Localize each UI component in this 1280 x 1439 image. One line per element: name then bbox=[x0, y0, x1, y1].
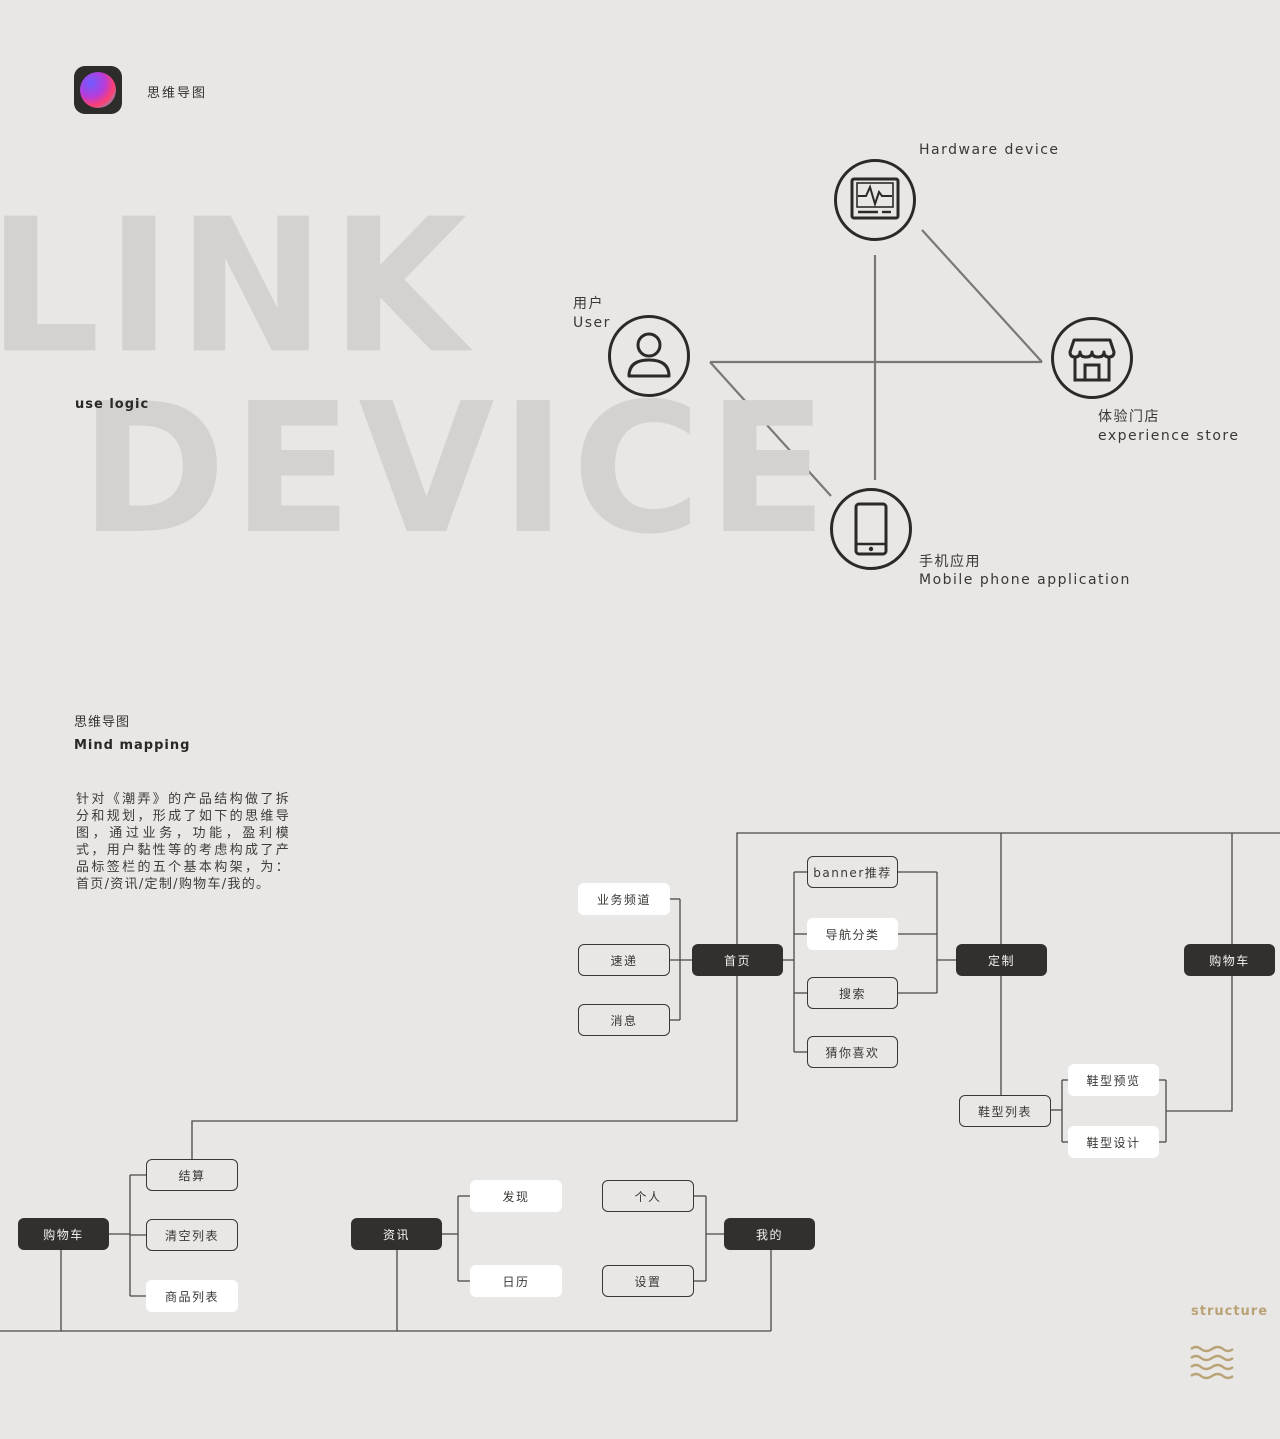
gradient-orb-app-icon bbox=[80, 72, 116, 108]
store-label-en: experience store bbox=[1098, 428, 1240, 444]
mobile-app-node bbox=[830, 488, 912, 570]
user-label-en: User bbox=[573, 315, 611, 331]
node-guess: 猜你喜欢 bbox=[807, 1036, 898, 1068]
node-goods: 商品列表 bbox=[146, 1280, 238, 1312]
node-checkout: 结算 bbox=[146, 1159, 238, 1191]
mind-map-subtitle: Mind mapping bbox=[74, 738, 191, 753]
node-home: 首页 bbox=[692, 944, 783, 976]
node-news: 资讯 bbox=[351, 1218, 442, 1250]
node-personal: 个人 bbox=[602, 1180, 694, 1212]
mobile-label-cn: 手机应用 bbox=[919, 554, 981, 570]
use-logic-label: use logic bbox=[75, 397, 150, 412]
wave-lines-icon bbox=[1190, 1345, 1234, 1380]
node-express: 速递 bbox=[578, 944, 670, 976]
mind-map-title: 思维导图 bbox=[74, 715, 131, 730]
node-discover: 发现 bbox=[470, 1180, 562, 1212]
node-banner: banner推荐 bbox=[807, 856, 898, 888]
node-clear: 清空列表 bbox=[146, 1219, 238, 1251]
watermark-link: LINK bbox=[0, 179, 474, 395]
node-mine: 我的 bbox=[724, 1218, 815, 1250]
mobile-label-en: Mobile phone application bbox=[919, 572, 1131, 588]
app-title: 思维导图 bbox=[147, 86, 208, 101]
node-search: 搜索 bbox=[807, 977, 898, 1009]
node-cart: 购物车 bbox=[18, 1218, 109, 1250]
app-icon bbox=[74, 66, 122, 114]
mind-map-description: 针对《潮弄》的产品结构做了拆分和规划，形成了如下的思维导图，通过业务，功能，盈利… bbox=[76, 792, 290, 892]
user-icon bbox=[627, 332, 671, 378]
node-settings: 设置 bbox=[602, 1265, 694, 1297]
node-custom: 定制 bbox=[956, 944, 1047, 976]
experience-store-node bbox=[1051, 317, 1133, 399]
node-shoe-preview: 鞋型预览 bbox=[1068, 1064, 1159, 1096]
node-shoe-list: 鞋型列表 bbox=[959, 1095, 1051, 1127]
node-shoe-design: 鞋型设计 bbox=[1068, 1126, 1159, 1158]
user-node bbox=[608, 315, 690, 397]
watermark-device: DEVICE bbox=[80, 364, 834, 574]
node-nav: 导航分类 bbox=[807, 918, 898, 950]
node-channel: 业务频道 bbox=[578, 883, 670, 915]
user-label-cn: 用户 bbox=[573, 296, 604, 312]
monitor-pulse-icon bbox=[850, 177, 900, 220]
store-label-cn: 体验门店 bbox=[1098, 409, 1160, 425]
hardware-device-node bbox=[834, 159, 916, 241]
structure-label: structure bbox=[1191, 1304, 1269, 1319]
node-message: 消息 bbox=[578, 1004, 670, 1036]
smartphone-icon bbox=[854, 502, 888, 556]
node-calendar: 日历 bbox=[470, 1265, 562, 1297]
node-cart-right: 购物车 bbox=[1184, 944, 1275, 976]
storefront-icon bbox=[1068, 338, 1116, 382]
hardware-device-label: Hardware device bbox=[919, 142, 1060, 158]
